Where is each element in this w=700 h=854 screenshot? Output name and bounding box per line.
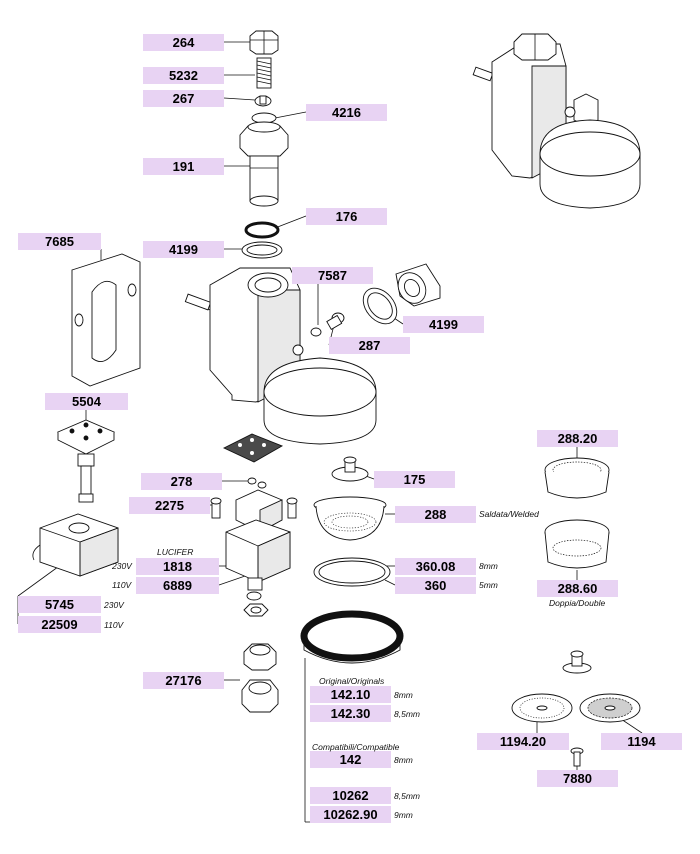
note-lucifer: LUCIFER bbox=[157, 547, 194, 557]
part-label-1818: 1818 bbox=[136, 558, 219, 575]
part-label-360-08: 360.08 bbox=[395, 558, 476, 575]
shower-screen-1194-20 bbox=[511, 693, 573, 723]
note-8mm-c: 8mm bbox=[394, 755, 413, 765]
washer-4199-right bbox=[362, 287, 398, 325]
part-label-27176: 27176 bbox=[143, 672, 224, 689]
part-label-142-10: 142.10 bbox=[310, 686, 391, 703]
part-label-1194-20: 1194.20 bbox=[477, 733, 569, 750]
screw-287 bbox=[326, 312, 345, 330]
shower-screw bbox=[562, 650, 592, 674]
o-ring-176 bbox=[244, 221, 280, 239]
note-originali: Original/Originals bbox=[319, 676, 385, 686]
group-head-body bbox=[184, 267, 377, 445]
note-9mm: 9mm bbox=[394, 810, 413, 820]
part-label-287: 287 bbox=[329, 337, 410, 354]
part-label-360: 360 bbox=[395, 577, 476, 594]
coil-5745 bbox=[32, 513, 119, 577]
note-85mm-a: 8,5mm bbox=[394, 709, 420, 719]
part-label-7685: 7685 bbox=[18, 233, 101, 250]
part-label-5745: 5745 bbox=[18, 596, 101, 613]
screw-175 bbox=[331, 456, 369, 482]
part-label-175: 175 bbox=[374, 471, 455, 488]
square-gasket bbox=[222, 433, 284, 463]
part-label-4199-a: 4199 bbox=[143, 241, 224, 258]
note-compatibili: Compatibili/Compatible bbox=[312, 742, 400, 752]
part-label-288: 288 bbox=[395, 506, 476, 523]
nut-7587 bbox=[310, 327, 322, 337]
part-label-5232: 5232 bbox=[143, 67, 224, 84]
note-230v-a: 230V bbox=[112, 561, 132, 571]
note-doppia: Doppia/Double bbox=[549, 598, 606, 608]
part-label-22509: 22509 bbox=[18, 616, 101, 633]
solenoid-stem-5504 bbox=[56, 419, 116, 503]
part-label-4199-b: 4199 bbox=[403, 316, 484, 333]
part-label-7587: 7587 bbox=[292, 267, 373, 284]
part-label-1194: 1194 bbox=[601, 733, 682, 750]
part-label-5504: 5504 bbox=[45, 393, 128, 410]
note-8mm-a: 8mm bbox=[479, 561, 498, 571]
cap-nut-264 bbox=[249, 30, 279, 55]
part-label-4216: 4216 bbox=[306, 104, 387, 121]
solenoid-valve-1818-6889 bbox=[225, 489, 291, 591]
fitting-27176 bbox=[241, 643, 279, 713]
note-85mm-b: 8,5mm bbox=[394, 791, 420, 801]
note-110v-a: 110V bbox=[112, 580, 132, 590]
note-230v-b: 230V bbox=[104, 600, 124, 610]
screws-2275 bbox=[210, 497, 298, 519]
ring-278-b bbox=[257, 481, 267, 489]
lower-nuts bbox=[243, 591, 269, 617]
part-label-10262-90: 10262.90 bbox=[310, 806, 391, 823]
screw-7880 bbox=[570, 747, 584, 767]
note-8mm-b: 8mm bbox=[394, 690, 413, 700]
assembled-group-head bbox=[472, 33, 641, 209]
part-label-6889: 6889 bbox=[136, 577, 219, 594]
spring-5232 bbox=[256, 57, 272, 89]
shower-screen-1194 bbox=[579, 693, 641, 723]
part-label-278: 278 bbox=[141, 473, 222, 490]
part-label-10262: 10262 bbox=[310, 787, 391, 804]
part-label-7880: 7880 bbox=[537, 770, 618, 787]
part-label-288-60: 288.60 bbox=[537, 580, 618, 597]
part-label-142-30: 142.30 bbox=[310, 705, 391, 722]
part-label-267: 267 bbox=[143, 90, 224, 107]
part-label-288-20: 288.20 bbox=[537, 430, 618, 447]
part-label-176: 176 bbox=[306, 208, 387, 225]
seal-4216 bbox=[251, 112, 277, 124]
filter-basket-288 bbox=[313, 496, 387, 541]
group-gasket-142 bbox=[300, 610, 404, 664]
note-110v-b: 110V bbox=[104, 620, 124, 630]
washer-4199-top bbox=[241, 241, 283, 259]
ring-278-a bbox=[247, 477, 257, 485]
note-5mm: 5mm bbox=[479, 580, 498, 590]
plug-fitting bbox=[395, 263, 441, 307]
basket-288-60 bbox=[544, 519, 610, 569]
pin-267 bbox=[254, 95, 272, 107]
part-label-264: 264 bbox=[143, 34, 224, 51]
part-label-191: 191 bbox=[143, 158, 224, 175]
valve-body-191 bbox=[239, 121, 289, 207]
note-saldata: Saldata/Welded bbox=[479, 509, 539, 519]
gasket-360 bbox=[313, 557, 391, 587]
gasket-plate-7685 bbox=[71, 253, 141, 387]
part-label-142: 142 bbox=[310, 751, 391, 768]
basket-288-20 bbox=[544, 457, 610, 499]
part-label-2275: 2275 bbox=[129, 497, 210, 514]
